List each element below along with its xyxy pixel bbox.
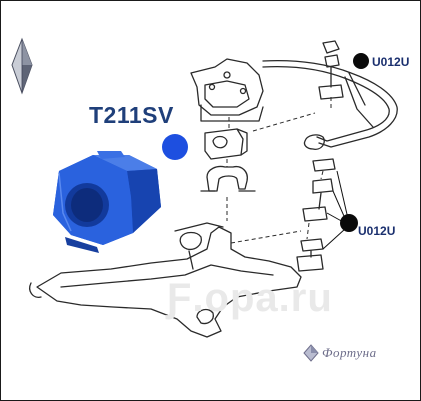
- logo-diamond-icon: [11, 37, 33, 95]
- brand-name: Фортуна: [322, 345, 377, 360]
- black-marker-top: [353, 53, 369, 69]
- bushing-illustration: [53, 151, 161, 253]
- blue-marker: [162, 134, 188, 160]
- watermark: Ƒ.opa.ru: [167, 276, 333, 320]
- black-marker-bottom: [340, 214, 358, 232]
- brand-logo: Фортуна: [303, 344, 377, 362]
- brand-emblem-icon: [303, 344, 319, 362]
- ref-label-bottom: U012U: [358, 224, 396, 238]
- ref-label-top: U012U: [372, 55, 410, 69]
- part-code-label: T211SV: [89, 102, 174, 128]
